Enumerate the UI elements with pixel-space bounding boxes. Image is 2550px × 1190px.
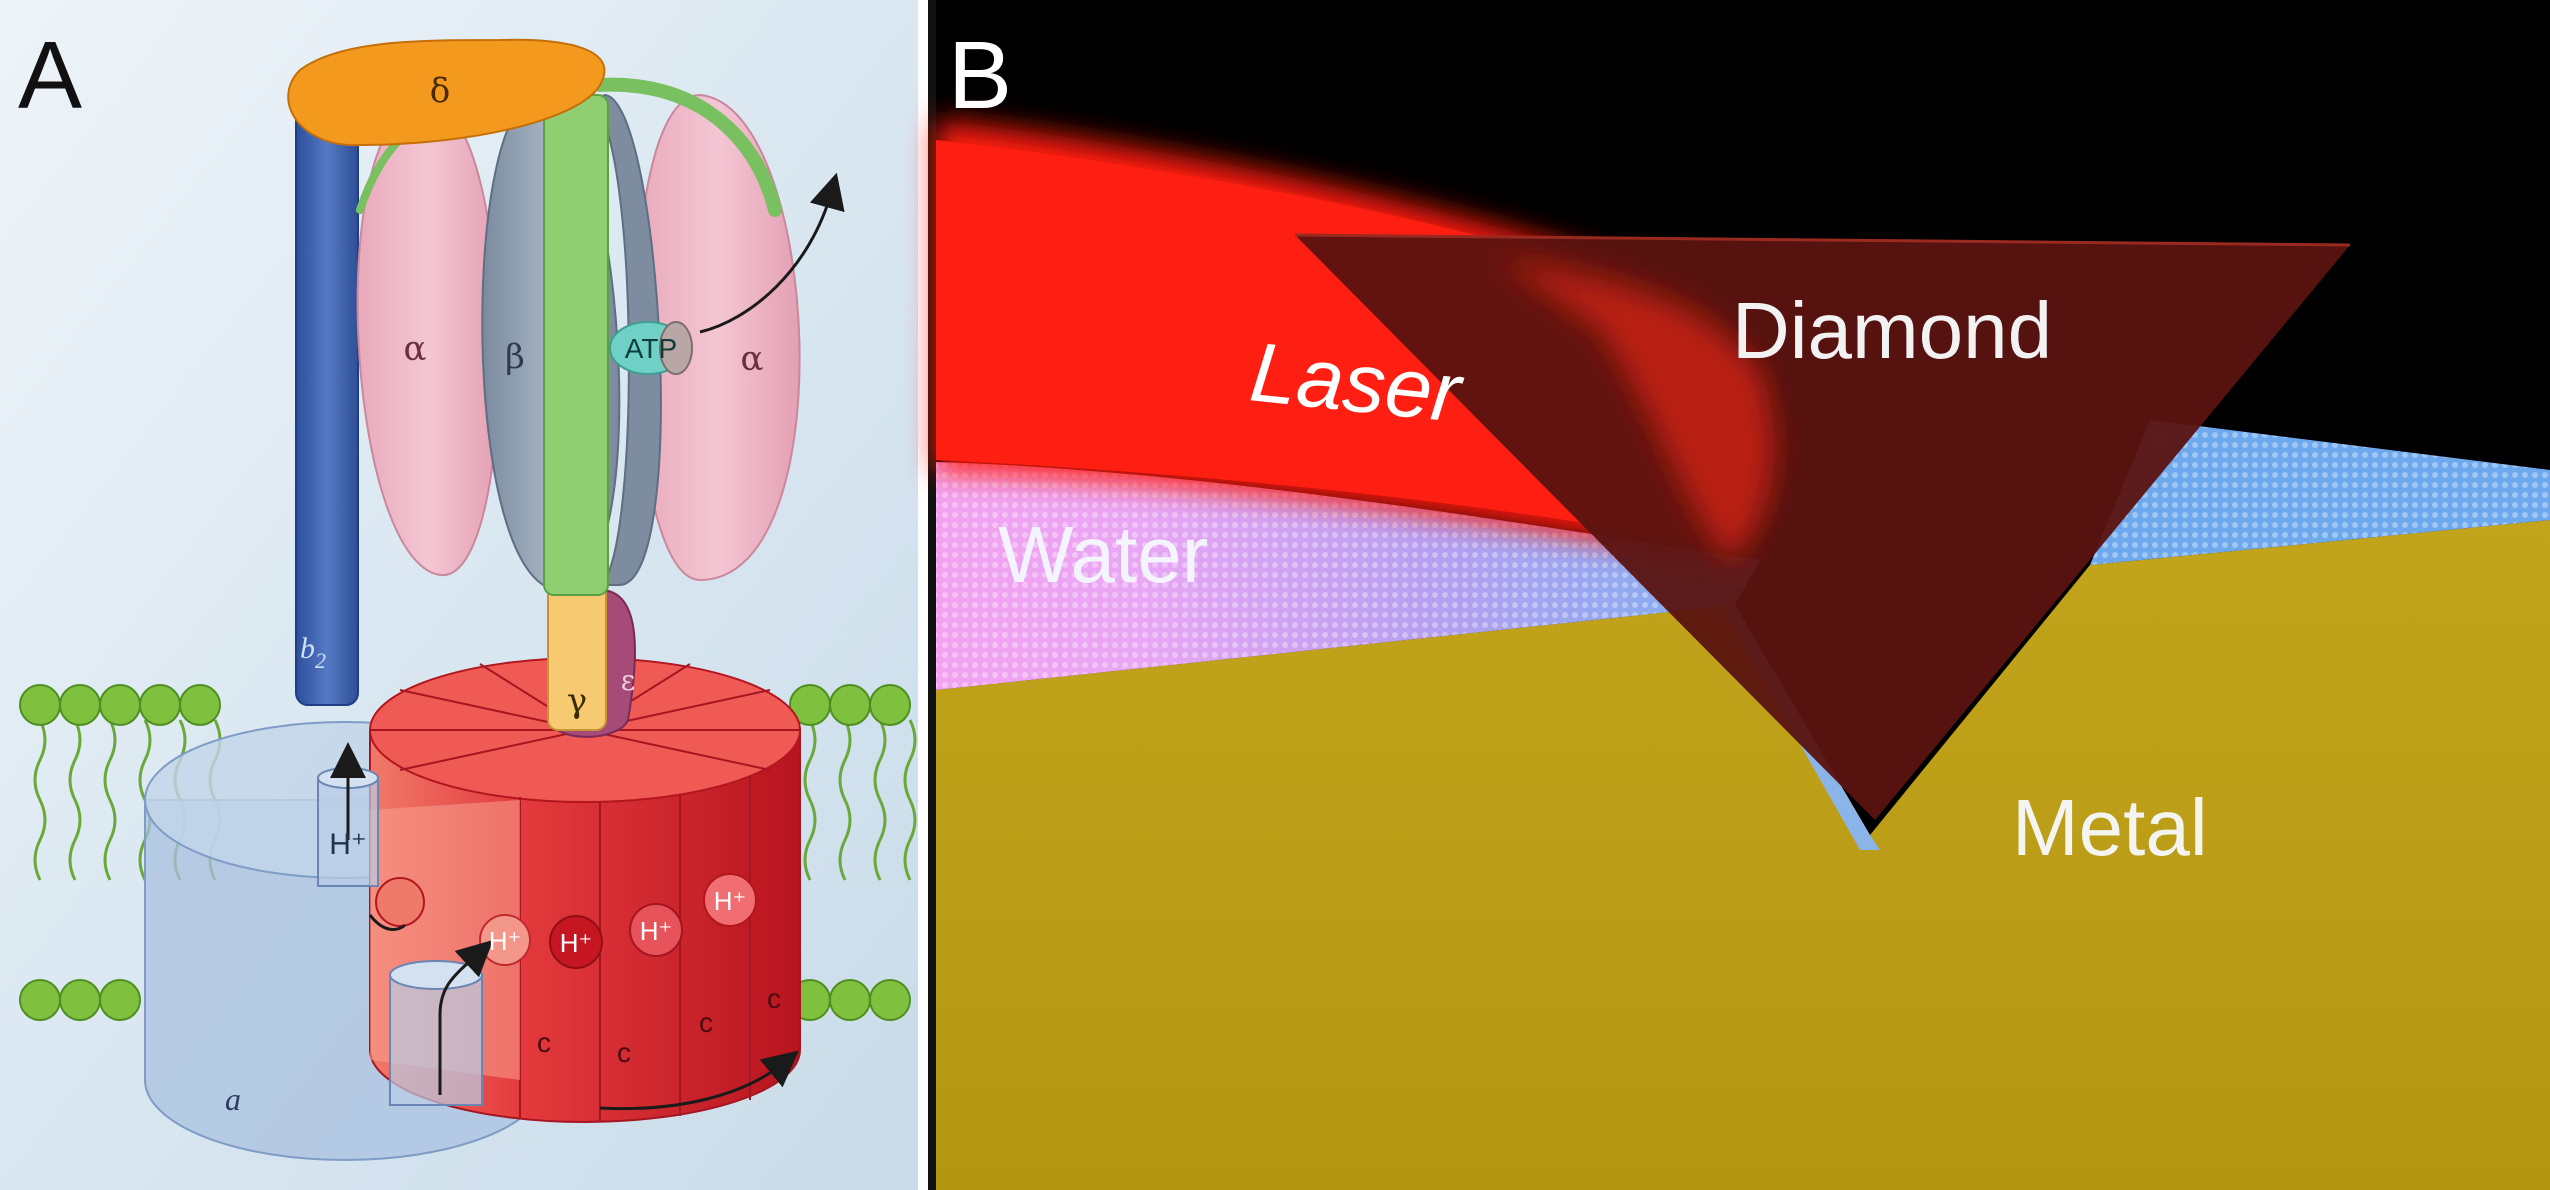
b2-stalk — [295, 94, 359, 706]
label-c-3: c — [699, 1007, 713, 1038]
label-gamma: γ — [567, 681, 587, 721]
label-proton-3: H⁺ — [640, 916, 673, 946]
label-delta: δ — [430, 71, 450, 111]
label-epsilon: ε — [621, 664, 636, 697]
metal-surface — [936, 520, 2550, 1190]
panel-a-label: A — [18, 22, 82, 129]
water-texture-right — [2090, 420, 2550, 565]
panel-divider — [918, 0, 930, 1190]
label-proton-4: H⁺ — [714, 886, 747, 916]
f1-head — [356, 77, 801, 596]
arrows — [330, 172, 845, 1111]
proton-spheres — [375, 873, 757, 969]
label-c-4: c — [767, 983, 781, 1014]
panel-b-label: B — [948, 22, 1012, 129]
diamond-top-edge — [1294, 233, 2351, 247]
proton-channel-lower — [389, 960, 483, 1106]
label-c-2: c — [617, 1037, 631, 1068]
label-c-1: c — [537, 1027, 551, 1058]
panel-a: A δ α β ATP α γ ε b2 H⁺ H⁺ H⁺ H⁺ H⁺ c c … — [0, 0, 930, 1190]
label-b2-sub: 2 — [315, 648, 326, 673]
label-b2: b2 — [300, 632, 326, 673]
label-proton-channel: H⁺ — [329, 828, 367, 861]
water-texture-left — [936, 462, 1760, 690]
label-proton-1: H⁺ — [489, 926, 522, 956]
delta-subunit — [287, 38, 606, 147]
label-b2-base: b — [300, 632, 315, 665]
label-water: Water — [998, 510, 1208, 599]
label-metal: Metal — [2012, 783, 2208, 872]
label-alpha-left: α — [404, 329, 427, 369]
label-beta: β — [505, 337, 525, 377]
label-laser: Laser — [1246, 324, 1468, 440]
panel-b-left-border — [928, 0, 936, 1190]
laser-diamond-blend — [1500, 260, 1775, 560]
panel-b: B Diamond Laser Water Metal — [936, 0, 2550, 1190]
membrane-heads — [19, 684, 911, 1021]
label-subunit-a: a — [225, 1081, 241, 1117]
label-diamond: Diamond — [1732, 286, 2052, 375]
label-proton-2: H⁺ — [560, 928, 593, 958]
diamond-tip — [1295, 235, 2350, 820]
label-atp: ATP — [625, 333, 677, 364]
label-alpha-right: α — [741, 339, 764, 379]
